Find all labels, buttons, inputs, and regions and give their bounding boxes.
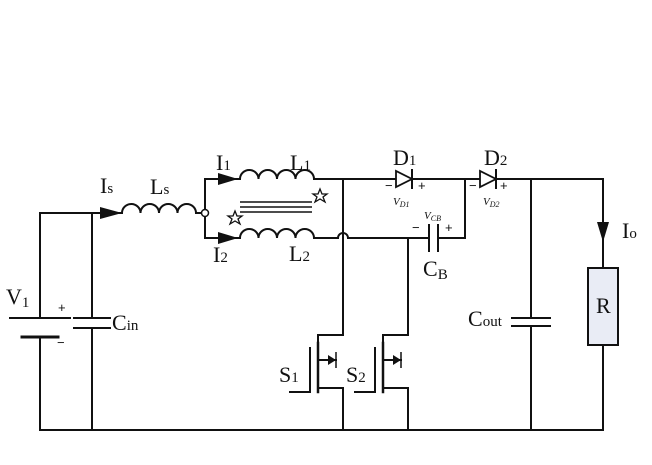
- i1-label: I1: [216, 150, 231, 175]
- cb-plus-sign: +: [445, 220, 453, 235]
- magnetic-core: [240, 201, 312, 213]
- i2-label: I2: [213, 242, 228, 267]
- s2-label: S2: [346, 362, 366, 387]
- dot-marker-l1-icon: [311, 187, 329, 204]
- dot-marker-l2-icon: [226, 209, 244, 226]
- inductor-l2: [238, 228, 316, 240]
- wires: [39, 178, 604, 431]
- vd2-label: VD2: [483, 196, 500, 209]
- cout-label: Cout: [468, 306, 503, 331]
- d2-plus-sign: +: [500, 178, 508, 193]
- d2-label: D2: [484, 145, 507, 170]
- current-arrow-i1: [218, 173, 238, 185]
- r-label: R: [596, 293, 611, 318]
- mosfet-s1: [289, 334, 344, 431]
- v1-minus-sign: −: [57, 335, 65, 350]
- current-arrow-io: [597, 222, 609, 242]
- wire-split-upper: [204, 178, 241, 214]
- cin-label: Cin: [112, 310, 139, 335]
- capacitor-cb: [428, 224, 439, 252]
- v1-plus-sign: +: [58, 300, 66, 315]
- io-label: Io: [622, 218, 637, 243]
- l1-label: L1: [290, 150, 311, 175]
- vcb-label: VCB: [424, 210, 441, 223]
- diode-d1: [395, 169, 415, 189]
- d2-minus-sign: −: [469, 178, 477, 193]
- inductor-ls: [120, 203, 198, 215]
- vd1-label: VD1: [393, 196, 410, 209]
- current-arrow-i2: [218, 232, 238, 244]
- cb-label: CB: [423, 256, 448, 283]
- d1-label: D1: [393, 145, 416, 170]
- ls-label: Ls: [150, 174, 169, 199]
- capacitor-cout: [511, 317, 551, 327]
- split-node: [200, 208, 210, 218]
- diode-d2: [479, 169, 499, 189]
- wire-d2-out: [495, 178, 604, 269]
- wire-cb-right: [437, 178, 466, 239]
- cb-minus-sign: −: [412, 220, 420, 235]
- v1-label: V1: [6, 284, 29, 311]
- l2-label: L2: [289, 241, 310, 266]
- resistor-r: [587, 267, 619, 346]
- s1-label: S1: [279, 362, 299, 387]
- current-arrow-is: [100, 207, 122, 219]
- capacitor-cin: [73, 317, 111, 329]
- is-label: Is: [100, 173, 113, 198]
- d1-plus-sign: +: [418, 178, 426, 193]
- battery-v1: [9, 317, 71, 339]
- mosfet-s2: [354, 334, 409, 431]
- inductor-l1: [238, 169, 316, 181]
- d1-minus-sign: −: [385, 178, 393, 193]
